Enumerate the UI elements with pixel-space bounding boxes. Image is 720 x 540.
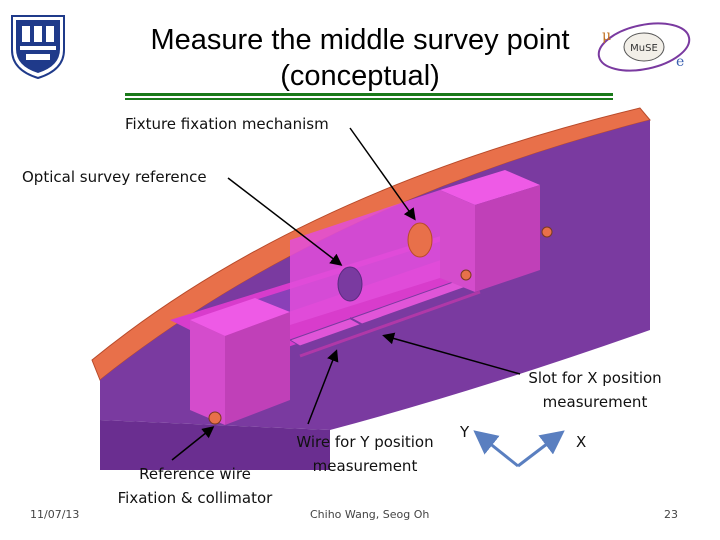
university-shield-logo xyxy=(11,15,65,80)
optical-survey-disk xyxy=(337,266,363,302)
svg-text:μ: μ xyxy=(602,28,611,44)
ring-lower-band xyxy=(100,420,330,470)
wire-arrow xyxy=(307,349,339,425)
bolt-left xyxy=(208,411,222,425)
title-line-2: (conceptual) xyxy=(280,60,440,92)
label-fixture-fixation: Fixture fixation mechanism xyxy=(125,115,329,133)
title-underline-top xyxy=(125,93,613,96)
label-wire-line1: Wire for Y position xyxy=(296,433,434,451)
left-block-front xyxy=(225,312,290,425)
footer-authors: Chiho Wang, Seog Oh xyxy=(310,508,430,521)
label-ref-line2: Fixation & collimator xyxy=(117,489,273,507)
right-block-side xyxy=(440,190,475,292)
fixation-disk xyxy=(407,222,433,258)
svg-text:e: e xyxy=(676,54,684,70)
title-underline-bottom xyxy=(125,98,613,100)
footer-page-number: 23 xyxy=(664,508,678,521)
center-back-plate xyxy=(290,190,440,325)
left-block-side xyxy=(190,320,225,425)
label-wire-y: Wire for Y position measurement xyxy=(285,430,445,478)
label-ref-line1: Reference wire xyxy=(139,465,251,483)
label-reference-wire: Reference wire Fixation & collimator xyxy=(105,462,285,510)
muse-logo: MuSE μ e xyxy=(597,22,691,72)
footer-date: 11/07/13 xyxy=(30,508,80,521)
bolt-center xyxy=(460,269,472,281)
x-slot-divider xyxy=(349,317,373,331)
label-slot-line1: Slot for X position xyxy=(528,369,662,387)
label-slot-x: Slot for X position measurement xyxy=(520,366,670,414)
title-line-1: Measure the middle survey point xyxy=(150,24,570,56)
slot-arrow xyxy=(382,332,521,375)
label-wire-line2: measurement xyxy=(312,457,418,475)
left-block-top xyxy=(190,298,290,336)
muse-logo-text: MuSE xyxy=(630,43,658,54)
y-axis-arrow xyxy=(473,430,519,468)
axis-y-label: Y xyxy=(460,423,470,441)
slide-title: Measure the middle survey point (concept… xyxy=(110,22,610,94)
fixture-arrow xyxy=(349,127,416,221)
right-block-front xyxy=(475,185,540,292)
label-slot-line2: measurement xyxy=(542,393,648,411)
optical-arrow xyxy=(227,177,343,266)
bolt-right xyxy=(541,226,553,238)
y-wire xyxy=(299,290,481,358)
right-block-top xyxy=(440,170,540,205)
reference-arrow xyxy=(171,426,215,461)
label-optical-reference: Optical survey reference xyxy=(22,168,207,186)
x-axis-arrow xyxy=(517,430,565,468)
axis-x-label: X xyxy=(576,433,587,451)
